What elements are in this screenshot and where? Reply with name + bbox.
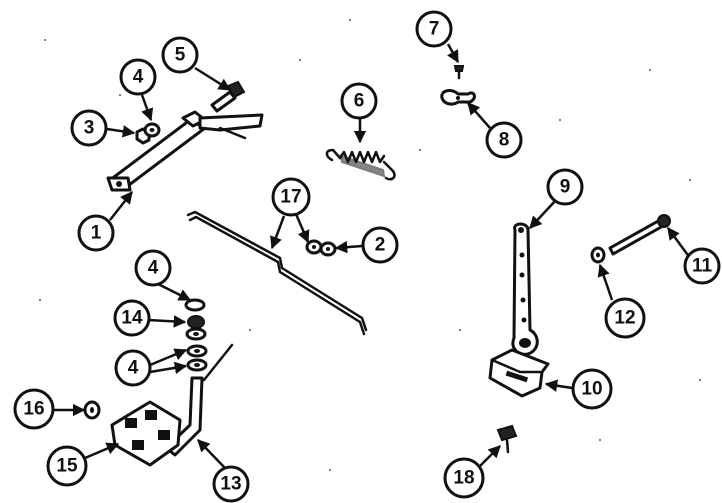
part-bolt	[210, 80, 246, 113]
callout-14-label: 14	[121, 308, 143, 329]
callout-13: 13	[212, 465, 250, 503]
callout-17: 17	[271, 177, 311, 217]
callout-1: 1	[77, 214, 115, 252]
callout-5: 5	[161, 36, 199, 74]
callout-3-label: 3	[84, 118, 95, 139]
callout-8: 8	[485, 121, 523, 159]
callout-9: 9	[546, 168, 584, 206]
callout-2-label: 2	[375, 235, 386, 256]
part-washer-top	[143, 122, 161, 138]
part-plate-screw	[496, 424, 518, 454]
callout-3: 3	[70, 109, 108, 147]
part-rod-clip	[305, 239, 337, 257]
scan-specks	[39, 19, 701, 471]
callout-18-label: 18	[453, 468, 474, 489]
callout-4-upper-stack: 4	[134, 249, 172, 287]
callout-18: 18	[443, 457, 485, 499]
part-small-screw	[453, 65, 465, 80]
callout-16-label: 16	[23, 399, 44, 420]
callout-10-label: 10	[581, 379, 602, 400]
part-pin-washer	[590, 246, 606, 264]
callout-15: 15	[46, 445, 88, 487]
part-bracket	[106, 110, 264, 192]
callout-7-label: 7	[429, 19, 440, 40]
part-lever	[164, 343, 234, 457]
callout-4-lower-stack-label: 4	[128, 358, 139, 379]
callout-7: 7	[415, 10, 453, 48]
leader-lines	[53, 43, 692, 469]
part-switch-cluster	[110, 400, 182, 467]
part-rod	[186, 210, 368, 336]
callout-4-top-label: 4	[133, 67, 144, 88]
part-arm	[511, 222, 539, 356]
part-washer-stack	[184, 298, 208, 372]
callout-11: 11	[683, 247, 721, 285]
callout-9-label: 9	[560, 177, 571, 198]
callout-5-label: 5	[175, 45, 186, 66]
callout-6: 6	[340, 82, 378, 120]
callout-4-top: 4	[119, 58, 157, 96]
callout-4-upper-stack-label: 4	[148, 258, 159, 279]
part-clip	[440, 89, 476, 106]
part-small-washer	[83, 400, 101, 420]
callout-4-lower-stack: 4	[114, 349, 152, 387]
callout-6-label: 6	[354, 91, 365, 112]
part-pin	[608, 214, 671, 256]
callout-16: 16	[13, 388, 55, 430]
callout-17-label: 17	[280, 187, 301, 208]
callout-13-label: 13	[220, 474, 241, 495]
callout-12: 12	[604, 297, 646, 339]
callout-1-label: 1	[91, 223, 102, 244]
part-spring	[325, 148, 396, 181]
callout-15-label: 15	[56, 456, 78, 477]
callout-14: 14	[113, 299, 151, 337]
callout-11-label: 11	[692, 256, 713, 277]
part-plate	[488, 348, 550, 398]
callout-8-label: 8	[499, 130, 510, 151]
callout-10: 10	[571, 368, 613, 410]
callout-2: 2	[361, 226, 399, 264]
callout-12-label: 12	[614, 308, 635, 329]
